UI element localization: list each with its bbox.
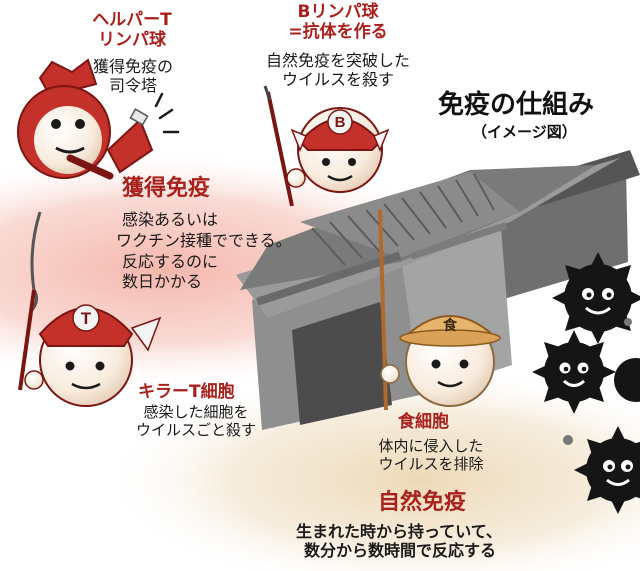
diagram-title: 免疫の仕組み xyxy=(438,90,595,120)
virus-1 xyxy=(552,252,640,344)
b-lymphocyte-name: Bリンパ球 =抗体を作る xyxy=(268,2,408,42)
t-helmet-letter: T xyxy=(81,309,92,328)
virus-group xyxy=(532,252,640,514)
killer-t-desc-line2: ウイルスごと殺す xyxy=(135,420,256,439)
megaphone-icon xyxy=(106,118,154,174)
diagram-subtitle: （イメージ図） xyxy=(472,123,577,141)
helper-t-name: ヘルパーT リンパ球 xyxy=(84,10,180,50)
virus-3 xyxy=(574,426,640,514)
phagocyte-character: 食 xyxy=(378,209,501,411)
killer-t-desc-line1: 感染した細胞を xyxy=(143,403,249,421)
helper-t-desc-line2: 司令塔 xyxy=(108,75,157,95)
b-lymphocyte-desc-line1: 自然免疫を突破した xyxy=(265,51,410,70)
phagocyte-name: 食細胞 xyxy=(398,412,449,432)
b-lymphocyte-name-line1: Bリンパ球 xyxy=(297,2,379,22)
helper-t-desc-line1: 獲得免疫の xyxy=(92,57,173,76)
b-lymphocyte-desc: 自然免疫を突破した ウイルスを殺す xyxy=(252,51,424,90)
innate-immunity-zone xyxy=(100,365,640,571)
acquired-desc-line2: ワクチン接種でできる。 xyxy=(116,230,292,250)
helper-t-character xyxy=(17,58,180,180)
killer-t-desc: 感染した細胞を ウイルスごと殺す xyxy=(118,403,274,439)
phagocyte-desc-line2: ウイルスを排除 xyxy=(378,454,484,473)
b-helmet-letter: B xyxy=(335,114,346,131)
helper-t-name-line1: ヘルパーT xyxy=(92,10,172,30)
acquired-immunity-heading: 獲得免疫 xyxy=(122,176,211,201)
b-lymphocyte-character: B xyxy=(263,85,390,207)
killer-t-name: キラーT細胞 xyxy=(138,382,235,402)
phagocyte-desc: 体内に侵入した ウイルスを排除 xyxy=(360,437,502,473)
innate-immunity-heading: 自然免疫 xyxy=(378,490,467,515)
acquired-desc-line1: 感染あるいは xyxy=(122,210,219,229)
acquired-desc-line4: 数日かかる xyxy=(122,272,203,292)
acquired-desc-line3: 反応するのに xyxy=(122,251,219,271)
castle-gate xyxy=(236,150,640,430)
helper-t-desc: 獲得免疫の 司令塔 xyxy=(78,57,188,96)
phagocyte-desc-line1: 体内に侵入した xyxy=(378,437,484,455)
virus-2 xyxy=(532,330,616,414)
b-lymphocyte-desc-line2: ウイルスを殺す xyxy=(281,69,394,89)
killer-t-character: T xyxy=(18,211,162,407)
helper-t-name-line2: リンパ球 xyxy=(98,30,166,51)
phagocyte-hat-letter: 食 xyxy=(443,317,458,334)
b-lymphocyte-name-line2: =抗体を作る xyxy=(288,22,388,43)
innate-desc-line1: 生まれた時から持っていて、 xyxy=(296,522,502,541)
innate-desc-line2: 数分から数時間で反応する xyxy=(304,541,497,561)
acquired-immunity-desc: 感染あるいは ワクチン接種でできる。 反応するのに 数日かかる xyxy=(116,210,292,293)
innate-immunity-desc: 生まれた時から持っていて、 数分から数時間で反応する xyxy=(296,522,502,560)
